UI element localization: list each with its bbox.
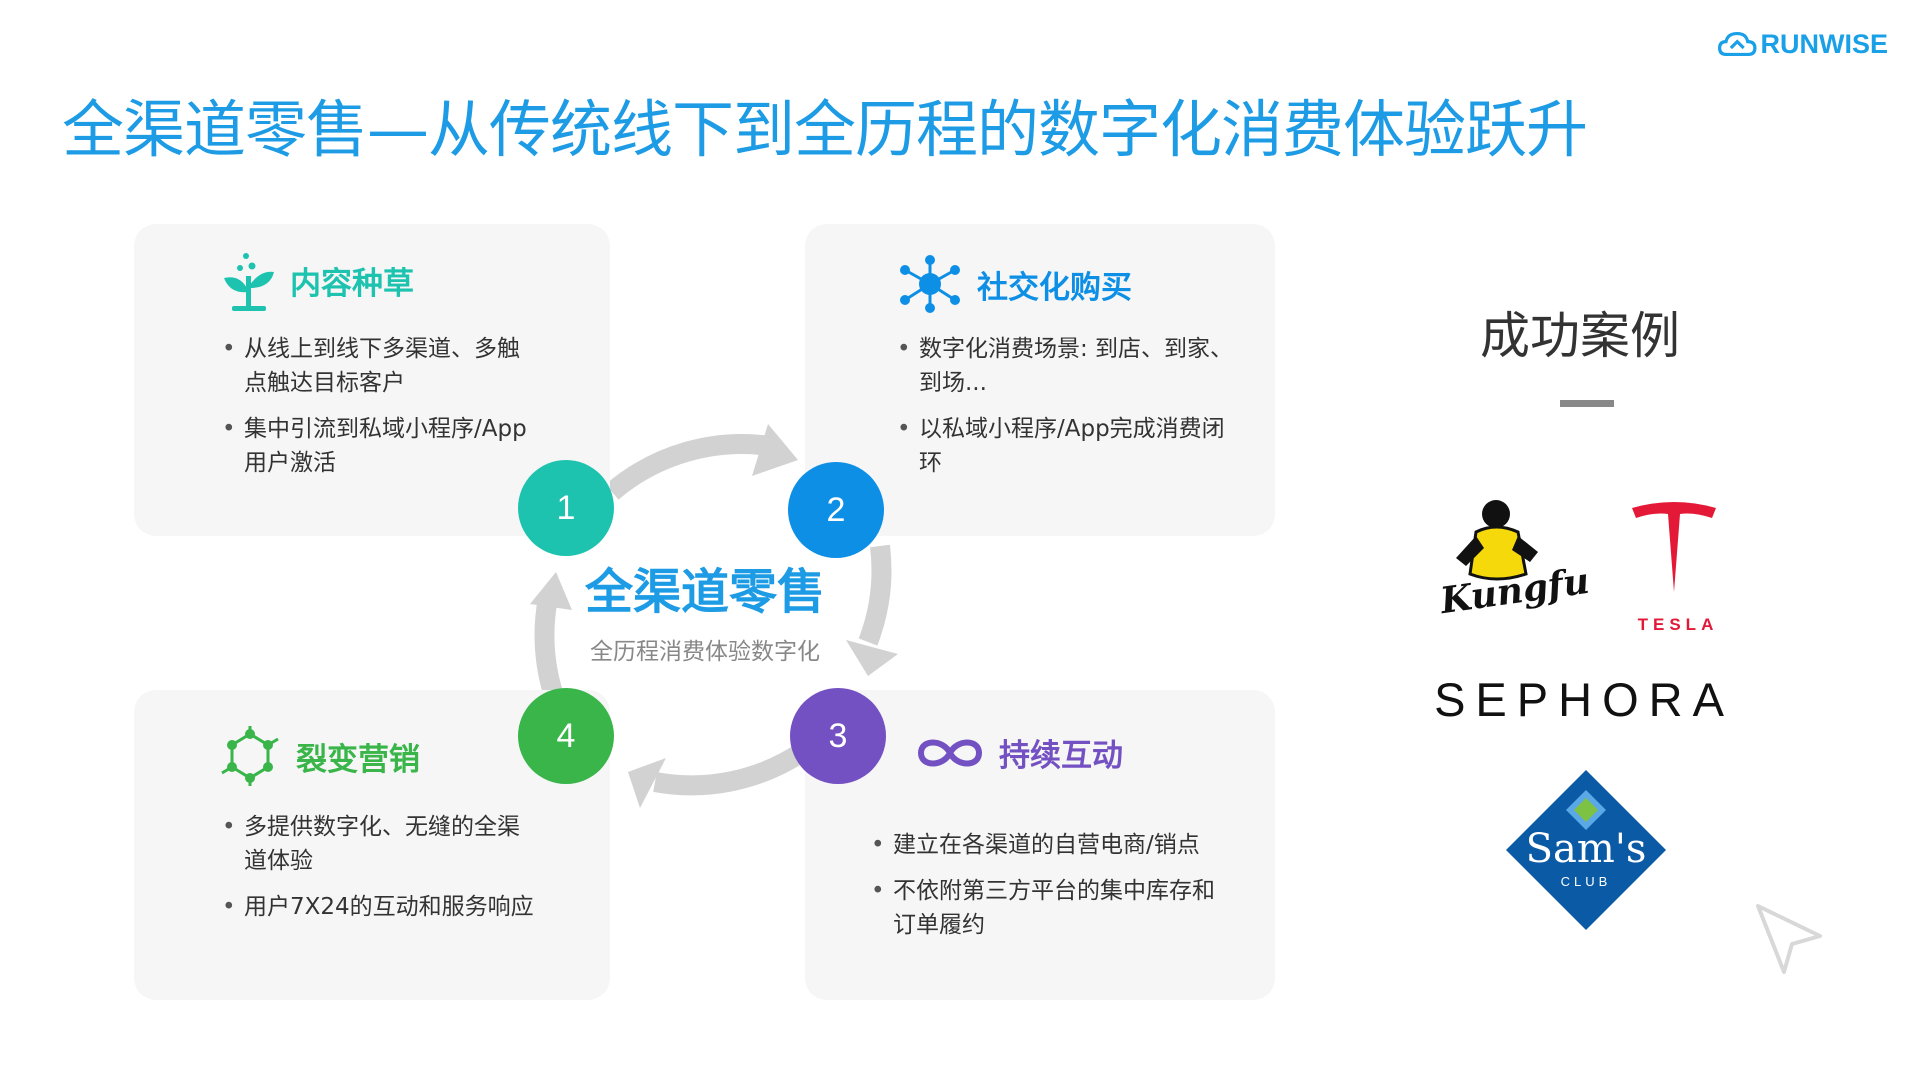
card-header: 裂变营销 <box>218 724 420 788</box>
arrowhead-3 <box>628 758 666 808</box>
card-header: 社交化购买 <box>897 254 1132 314</box>
kungfu-figure-icon <box>1456 500 1538 581</box>
cycle-arrow-3-4 <box>653 743 808 796</box>
logo-text: RUNWISE <box>1760 28 1889 59</box>
page-title: 全渠道零售—从传统线下到全历程的数字化消费体验跃升 <box>62 93 1588 166</box>
kungfu-logo: Kungfu <box>1434 492 1592 622</box>
sams-club-text: CLUB <box>1560 874 1612 889</box>
step-number-2: 2 <box>788 462 884 558</box>
arrowhead-1 <box>752 424 798 476</box>
sprout-icon <box>224 253 274 311</box>
cursor-icon <box>1756 904 1822 974</box>
card-social-buying: 社交化购买 数字化消费场景: 到店、到家、到场... 以私域小程序/App完成消… <box>805 224 1275 536</box>
cases-title: 成功案例 <box>1480 307 1680 365</box>
runwise-logo: RUNWISE <box>1718 24 1888 64</box>
cycle-arrow-4-1 <box>534 596 566 706</box>
sams-club-logo: Sam's CLUB <box>1504 768 1668 932</box>
sams-diamond-icon <box>1506 770 1666 930</box>
card-title: 内容种草 <box>290 265 414 302</box>
card-title: 持续互动 <box>999 738 1123 774</box>
step-number-1: 1 <box>518 460 614 556</box>
infinity-icon <box>917 739 983 766</box>
tesla-logo <box>1614 500 1734 600</box>
molecule-icon <box>221 726 279 786</box>
arrowhead-2 <box>846 640 898 676</box>
step-number-3: 3 <box>790 688 886 784</box>
bullet-item: 建立在各渠道的自营电商/销点 <box>871 828 1273 862</box>
tesla-wordmark: TESLA <box>1637 615 1719 634</box>
bullet-item: 用户7X24的互动和服务响应 <box>222 890 604 924</box>
arrowhead-4 <box>530 572 572 610</box>
step-number-4: 4 <box>518 688 614 784</box>
center-title: 全渠道零售 <box>584 564 825 620</box>
card-header: 持续互动 <box>915 730 1123 775</box>
card-header: 内容种草 <box>220 248 414 312</box>
bullet-item: 数字化消费场景: 到店、到家、到场... <box>897 332 1279 400</box>
cycle-arrow-1-2 <box>605 434 772 500</box>
cloud-logo-icon <box>1718 31 1757 57</box>
card-title: 社交化购买 <box>977 269 1132 306</box>
card-title: 裂变营销 <box>296 741 420 778</box>
sams-wordmark: Sam's <box>1525 826 1647 872</box>
center-subtitle: 全历程消费体验数字化 <box>590 639 820 665</box>
sephora-logo: SEPHORA <box>1434 673 1734 726</box>
cases-divider <box>1560 400 1614 407</box>
tesla-t-icon <box>1632 502 1716 592</box>
network-icon <box>900 255 960 313</box>
cycle-arrow-2-3 <box>858 544 892 646</box>
